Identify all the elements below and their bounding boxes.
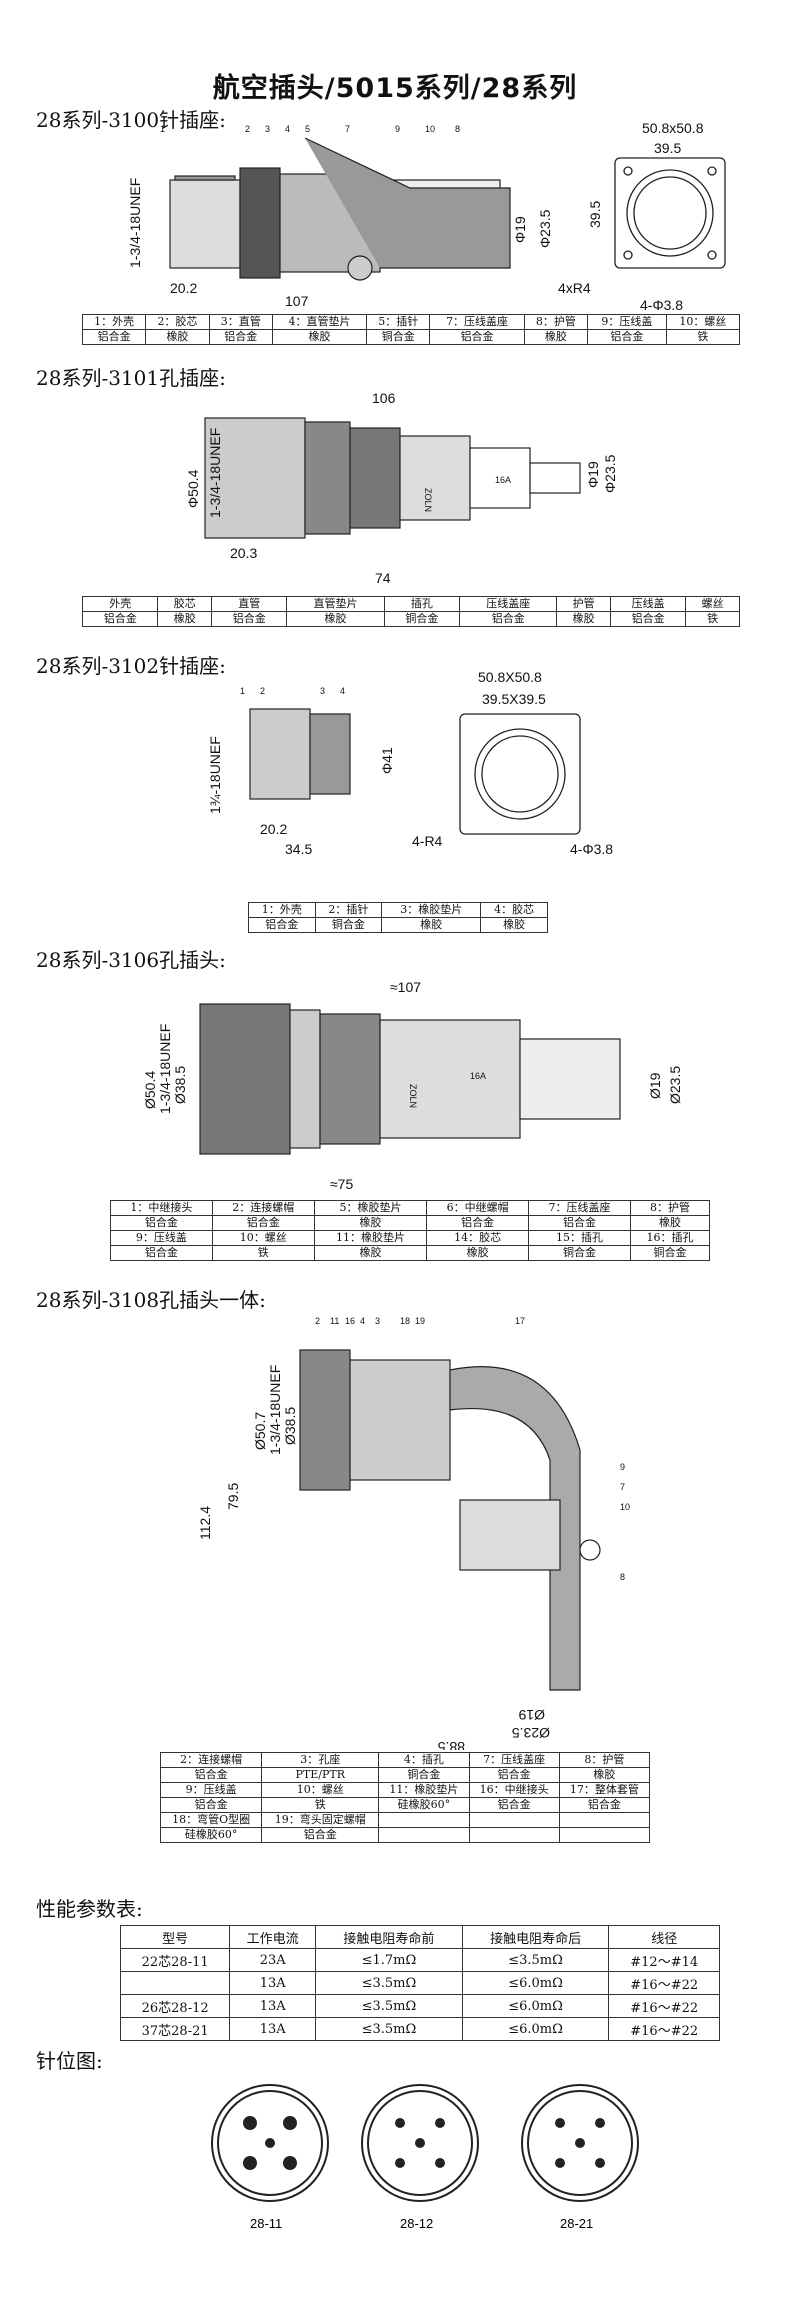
dim-len2: 74 — [375, 570, 391, 586]
dim-dia2: Ø23.5 — [512, 1725, 550, 1741]
svg-text:3: 3 — [375, 1316, 380, 1326]
svg-text:1: 1 — [160, 124, 165, 134]
section-3102-title: 28系列-3102针插座: — [36, 654, 226, 678]
rating-label: 16A — [495, 475, 511, 485]
section-3101-title: 28系列-3101孔插座: — [36, 366, 226, 390]
dim-dia1: Φ19 — [585, 461, 601, 488]
drawing-3100: 1 2 3 4 5 7 9 10 8 1-3/4-18UNEF 20.2 107… — [127, 120, 726, 313]
svg-text:4: 4 — [285, 124, 290, 134]
svg-text:17: 17 — [515, 1316, 525, 1326]
svg-text:4: 4 — [360, 1316, 365, 1326]
dim-thread: 1-3/4-18UNEF — [127, 178, 143, 268]
brand-label: ZOLN — [423, 488, 433, 512]
rating-label: 16A — [470, 1071, 486, 1081]
dim-dia2: Φ23.5 — [537, 209, 553, 248]
svg-text:2: 2 — [245, 124, 250, 134]
section-3100-title: 28系列-3100针插座: — [36, 108, 226, 132]
drawing-3101: 106 Φ50.4 1-3/4-18UNEF 20.3 74 Φ19 Φ23.5… — [185, 390, 618, 586]
perf-title: 性能参数表: — [36, 1897, 143, 1921]
svg-text:10: 10 — [425, 124, 435, 134]
svg-text:3: 3 — [265, 124, 270, 134]
svg-text:3: 3 — [320, 686, 325, 696]
dim-flange-outer: 50.8X50.8 — [478, 669, 542, 685]
svg-text:7: 7 — [620, 1482, 625, 1492]
pin-label-28-11: 28-11 — [250, 2216, 282, 2231]
svg-text:18: 18 — [400, 1316, 410, 1326]
dim-holes: 4-Φ3.8 — [640, 297, 683, 313]
page-title: 航空插头/5015系列/28系列 — [212, 73, 578, 104]
section-3106-title: 28系列-3106孔插头: — [36, 948, 226, 972]
pin-markers — [243, 2116, 605, 2170]
pin-label-28-12: 28-12 — [400, 2216, 433, 2231]
pins-title: 针位图: — [36, 2049, 103, 2073]
dim-len2: ≈75 — [330, 1176, 353, 1192]
dim-flange-h: 39.5 — [587, 201, 603, 228]
svg-text:9: 9 — [620, 1462, 625, 1472]
dim-h1: 112.4 — [197, 1506, 213, 1540]
dim-flange-outer: 50.8x50.8 — [642, 120, 704, 136]
dim-thread: 1-3/4-18UNEF — [157, 1024, 173, 1114]
svg-text:5: 5 — [305, 124, 310, 134]
dim-corner: 4xR4 — [558, 280, 591, 296]
svg-text:7: 7 — [345, 124, 350, 134]
dim-dia2: Φ23.5 — [602, 454, 618, 493]
dim-corner: 4-R4 — [412, 833, 443, 849]
svg-text:1: 1 — [240, 686, 245, 696]
dim-dia-b: Ø38.5 — [282, 1407, 298, 1445]
dim-flange-inner: 39.5X39.5 — [482, 691, 546, 707]
dim-dia: Φ41 — [379, 747, 395, 774]
dim-dia-b: Ø38.5 — [172, 1066, 188, 1104]
dim-len1: 20.2 — [170, 280, 197, 296]
callouts-3108: 2 11 16 4 3 18 19 17 9 7 10 8 — [315, 1316, 630, 1582]
drawing-3108: 2 11 16 4 3 18 19 17 9 7 10 8 112.4 79.5… — [197, 1316, 630, 1750]
dim-dia1: Ø19 — [647, 1072, 663, 1099]
parts-table-3101: 外壳胶芯直管直管垫片插孔压线盖座护管压线盖螺丝 铝合金橡胶铝合金橡胶铜合金铝合金… — [81, 596, 740, 627]
pin-label-28-21: 28-21 — [560, 2216, 593, 2231]
dim-dia-a: Ø50.7 — [252, 1412, 268, 1450]
dim-len1: 20.3 — [230, 545, 257, 561]
callouts-3100: 1 2 3 4 5 7 9 10 8 — [160, 124, 460, 134]
dim-len2: 107 — [285, 293, 309, 309]
section-3108-title: 28系列-3108孔插头一体: — [36, 1288, 266, 1312]
svg-text:2: 2 — [315, 1316, 320, 1326]
dim-thread: 1-3/4-18UNEF — [267, 1365, 283, 1455]
svg-text:4: 4 — [340, 686, 345, 696]
dim-flange-inner: 39.5 — [654, 140, 681, 156]
svg-text:10: 10 — [620, 1502, 630, 1512]
pin-diagrams: 28-11 28-12 28-21 — [211, 2084, 639, 2231]
dim-dia2: Ø23.5 — [667, 1066, 683, 1104]
svg-text:8: 8 — [620, 1572, 625, 1582]
dim-dia-a: Ø50.4 — [142, 1071, 158, 1109]
dim-thread: 1¾-18UNEF — [207, 736, 223, 814]
svg-text:11: 11 — [330, 1316, 339, 1326]
svg-text:9: 9 — [395, 124, 400, 134]
dim-thread: 1-3/4-18UNEF — [207, 428, 223, 518]
dim-len-total: ≈107 — [390, 979, 421, 995]
dim-len: 88.5 — [438, 1739, 465, 1750]
dim-len-total: 106 — [372, 390, 396, 406]
brand-label: ZOLN — [408, 1084, 418, 1108]
dim-h2: 79.5 — [225, 1483, 241, 1510]
svg-text:2: 2 — [260, 686, 265, 696]
dim-dia1: Φ19 — [512, 216, 528, 243]
drawing-3102: 1 2 3 4 1¾-18UNEF Φ41 20.2 34.5 50.8X50.… — [207, 669, 613, 857]
dim-holes: 4-Φ3.8 — [570, 841, 613, 857]
dim-dia1: Ø19 — [518, 1707, 545, 1723]
dim-dia-a: Φ50.4 — [185, 469, 201, 508]
dim-len1: 20.2 — [260, 821, 287, 837]
dim-len2: 34.5 — [285, 841, 312, 857]
svg-text:8: 8 — [455, 124, 460, 134]
svg-text:19: 19 — [415, 1316, 425, 1326]
svg-text:16: 16 — [345, 1316, 355, 1326]
drawing-3106: ≈107 Ø50.4 1-3/4-18UNEF Ø38.5 ≈75 Ø19 Ø2… — [142, 979, 683, 1192]
